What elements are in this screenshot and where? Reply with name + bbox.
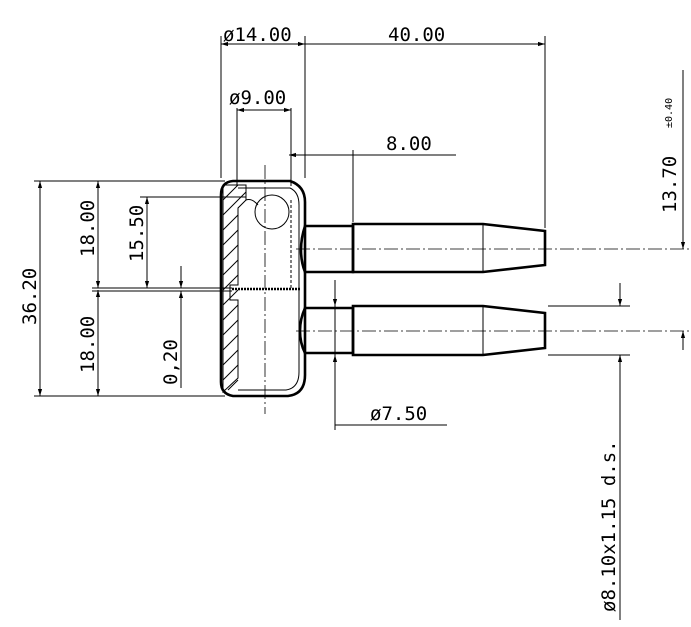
dim-label-13-70: 13.70 xyxy=(659,156,681,213)
dim-label-15-50: 15.50 xyxy=(126,205,148,262)
dim-label-0-20: 0,20 xyxy=(160,339,182,385)
dim-label-d8-10: ø8.10x1.15 d.s. xyxy=(598,440,620,612)
dim-length-8: 8.00 xyxy=(289,133,456,222)
dim-label-d9: ø9.00 xyxy=(229,87,286,109)
dim-label-36-20: 36.20 xyxy=(19,268,41,325)
dim-label-13-70-tol: ±0.40 xyxy=(664,98,675,128)
dim-diameter-7-50: ø7.50 xyxy=(332,280,447,430)
section-hatch xyxy=(222,184,247,394)
dim-label-18-bottom: 18.00 xyxy=(77,316,99,373)
upper-pin xyxy=(296,222,690,274)
dim-gap-0-20: 0,20 xyxy=(92,266,232,388)
hinge-head xyxy=(219,165,307,414)
dim-height-18-bottom: 18.00 xyxy=(77,290,101,396)
dim-length-40: 40.00 xyxy=(305,24,546,228)
dim-height-18-top: 18.00 xyxy=(77,181,232,289)
lower-pin xyxy=(296,304,690,357)
dim-height-15-50: 15.50 xyxy=(126,196,246,288)
dim-label-8: 8.00 xyxy=(386,133,432,155)
dim-label-18-top: 18.00 xyxy=(77,200,99,257)
dim-diameter-14: ø14.00 xyxy=(220,24,306,178)
dim-diameter-8-10: ø8.10x1.15 d.s. xyxy=(548,283,630,620)
dim-label-40: 40.00 xyxy=(388,24,445,46)
dim-label-d7-50: ø7.50 xyxy=(370,403,427,425)
dim-label-d14: ø14.00 xyxy=(223,24,292,46)
dim-height-13-70: 13.70 ±0.40 xyxy=(659,70,686,350)
dim-diameter-9: ø9.00 xyxy=(229,87,292,186)
dim-height-36-20: 36.20 xyxy=(19,180,225,397)
